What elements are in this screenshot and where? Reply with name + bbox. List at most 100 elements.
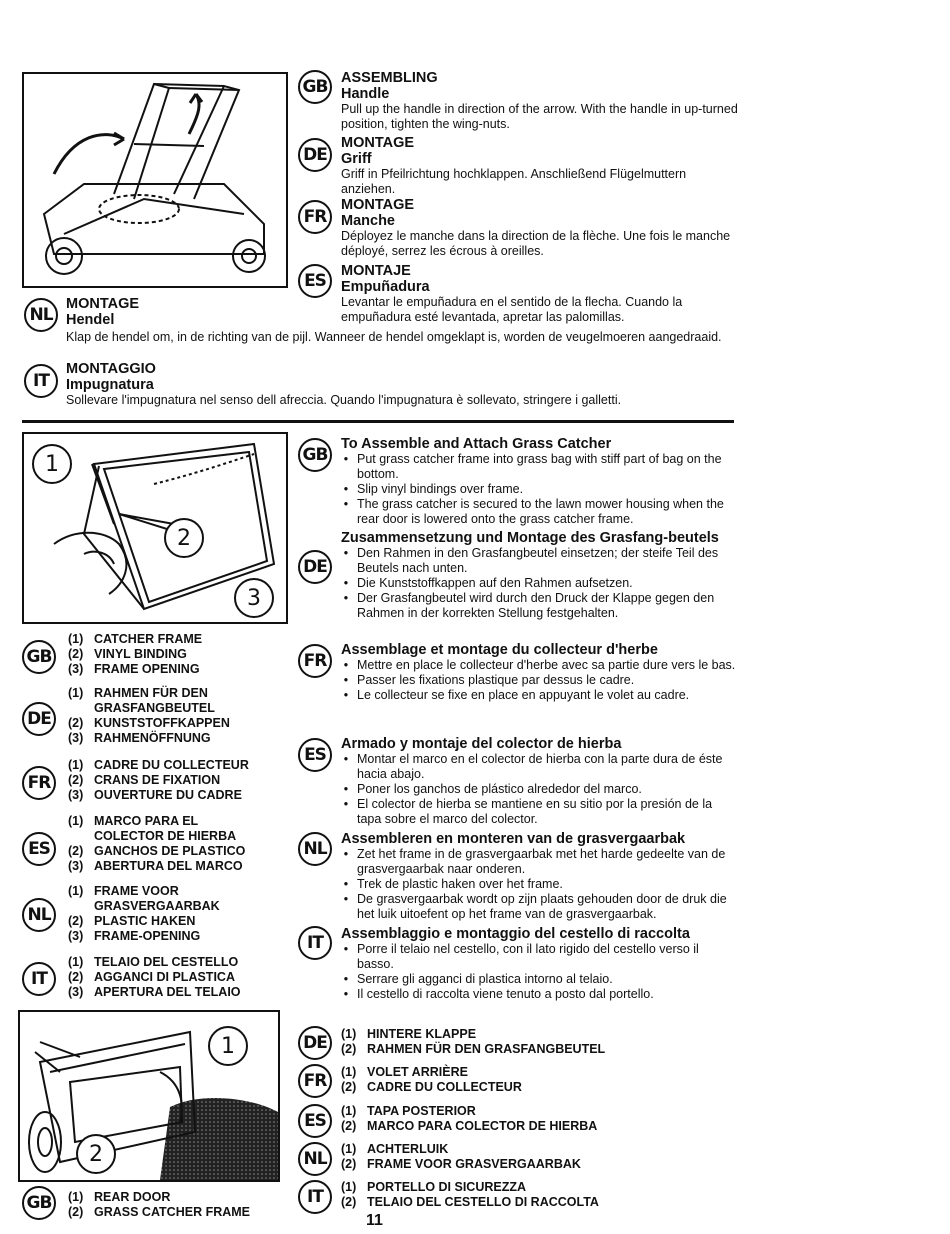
instruction-title: Assemblage et montage du collecteur d'he… [341,642,658,658]
instruction-title: Armado y montaje del colector de hierba [341,736,622,752]
instruction-list: Porre il telaio nel cestello, con il lat… [341,942,737,1002]
nl-parts-legend: (1)FRAME VOOR GRASVERGAARBAK (2)PLASTIC … [68,884,268,944]
list-item: Put grass catcher frame into grass bag w… [341,452,737,482]
list-item: Montar el marco en el colector de hierba… [341,752,737,782]
legend-row: (2)KUNSTSTOFFKAPPEN [68,716,230,730]
grass-catcher-illustration: 1 2 3 [22,432,288,624]
list-item: Poner los ganchos de plástico alrededor … [341,782,737,797]
de-language-badge: DE [298,550,332,584]
section-heading: MONTAGE [341,197,415,213]
nl-language-badge: NL [298,1142,332,1176]
fr-language-badge: FR [22,766,56,800]
instruction-text: Griff in Pfeilrichtung hochklappen. Ansc… [341,167,687,196]
nl-montage-heading: MONTAGE Hendel [66,296,326,328]
callout-2: 2 [164,518,204,558]
section-heading: MONTAGE [66,296,140,312]
legend-row: (1)ACHTERLUIK [341,1142,449,1156]
legend-row: (3)OUVERTURE DU CADRE [68,788,242,802]
instruction-text: Sollevare l'impugnatura nel senso dell a… [66,393,622,407]
es-montaje-block: MONTAJE Empuñadura Levantar le empuñadur… [341,263,741,325]
fr-language-badge: FR [298,644,332,678]
section-subheading: Hendel [66,312,115,328]
section-subheading: Impugnatura [66,377,154,393]
gb-assembling-block: ASSEMBLING Handle Pull up the handle in … [341,70,741,132]
list-item: Porre il telaio nel cestello, con il lat… [341,942,737,972]
page-number: 11 [366,1212,383,1229]
gb-language-badge: GB [22,640,56,674]
es-language-badge: ES [298,264,332,298]
de-rear-door-legend: (1)HINTERE KLAPPE (2)RAHMEN FÜR DEN GRAS… [341,1027,737,1057]
legend-row: (1)TELAIO DEL CESTELLO [68,955,239,969]
instruction-title: Zusammensetzung und Montage des Grasfang… [341,530,719,546]
legend-row: (2)TELAIO DEL CESTELLO DI RACCOLTA [341,1195,599,1209]
legend-row: (2)GANCHOS DE PLASTICO [68,844,246,858]
es-language-badge: ES [298,738,332,772]
de-language-badge: DE [298,1026,332,1060]
grass-catcher-frame-drawing [53,442,276,611]
list-item: Mettre en place le collecteur d'herbe av… [341,658,737,673]
it-language-badge: IT [298,926,332,960]
callout-1: 1 [32,444,72,484]
legend-row: (1)HINTERE KLAPPE [341,1027,477,1041]
fr-language-badge: FR [298,1064,332,1098]
instruction-text: Levantar le empuñadura en el sentido de … [341,295,683,324]
legend-row: (3)RAHMENÖFFNUNG [68,731,211,745]
section-heading: MONTAGE [341,135,415,151]
gb-parts-legend: (1)CATCHER FRAME (2)VINYL BINDING (3)FRA… [68,632,288,677]
it-grass-catcher-instructions: Assemblaggio e montaggio del cestello di… [341,926,737,1002]
legend-row: (3)FRAME-OPENING [68,929,201,943]
de-language-badge: DE [22,702,56,736]
list-item: De grasvergaarbak wordt op zijn plaats g… [341,892,737,922]
list-item: Serrare gli agganci di plastica intorno … [341,972,737,987]
instruction-list: Montar el marco en el colector de hierba… [341,752,737,827]
gb-language-badge: GB [298,438,332,472]
list-item: Der Grasfangbeutel wird durch den Druck … [341,591,737,621]
instruction-list: Zet het frame in de grasvergaarbak met h… [341,847,737,922]
it-language-badge: IT [24,364,58,398]
legend-row: (1)PORTELLO DI SICUREZZA [341,1180,527,1194]
fr-grass-catcher-instructions: Assemblage et montage du collecteur d'he… [341,642,737,703]
legend-row: (2)FRAME VOOR GRASVERGAARBAK [341,1157,581,1171]
legend-row: (2)AGGANCI DI PLASTICA [68,970,235,984]
section-subheading: Empuñadura [341,279,430,295]
it-rear-door-legend: (1)PORTELLO DI SICUREZZA (2)TELAIO DEL C… [341,1180,737,1210]
section-heading: MONTAJE [341,263,411,279]
instruction-title: Assembleren en monteren van de grasverga… [341,831,686,847]
nl-language-badge: NL [22,898,56,932]
it-language-badge: IT [298,1180,332,1214]
fr-parts-legend: (1)CADRE DU COLLECTEUR (2)CRANS DE FIXAT… [68,758,288,803]
callout-1: 1 [208,1026,248,1066]
de-grass-catcher-instructions: Zusammensetzung und Montage des Grasfang… [341,530,737,621]
legend-row: (3)ABERTURA DEL MARCO [68,859,243,873]
list-item: Die Kunststoffkappen auf den Rahmen aufs… [341,576,737,591]
section-subheading: Handle [341,86,390,102]
es-parts-legend: (1)MARCO PARA EL COLECTOR DE HIERBA (2)G… [68,814,268,874]
list-item: Den Rahmen in den Grasfangbeutel einsetz… [341,546,737,576]
it-montaggio-block: MONTAGGIO Impugnatura Sollevare l'impugn… [66,361,746,408]
legend-row: (2)MARCO PARA COLECTOR DE HIERBA [341,1119,598,1133]
legend-row: (2)VINYL BINDING [68,647,187,661]
rear-door-illustration: 1 2 [18,1010,280,1182]
section-heading: ASSEMBLING [341,70,438,86]
it-language-badge: IT [22,962,56,996]
list-item: Il cestello di raccolta viene tenuto a p… [341,987,737,1002]
list-item: Trek de plastic haken over het frame. [341,877,737,892]
nl-instruction-text: Klap de hendel om, in de richting van de… [66,330,722,344]
section-divider [22,420,734,423]
gb-grass-catcher-instructions: To Assemble and Attach Grass Catcher Put… [341,436,737,527]
section-heading: MONTAGGIO [66,361,156,377]
es-rear-door-legend: (1)TAPA POSTERIOR (2)MARCO PARA COLECTOR… [341,1104,737,1134]
list-item: Le collecteur se fixe en place en appuya… [341,688,737,703]
mower-handle-drawing [42,82,266,275]
de-language-badge: DE [298,138,332,172]
instruction-text: Déployez le manche dans la direction de … [341,229,731,258]
handle-illustration [22,72,288,288]
legend-row: (3)APERTURA DEL TELAIO [68,985,241,999]
gb-language-badge: GB [22,1186,56,1220]
section-subheading: Griff [341,151,372,167]
fr-montage-block: MONTAGE Manche Déployez le manche dans l… [341,197,741,259]
list-item: Passer les fixations plastique par dessu… [341,673,737,688]
instruction-title: Assemblaggio e montaggio del cestello di… [341,926,690,942]
legend-row: (1)CATCHER FRAME [68,632,203,646]
legend-row: (1)REAR DOOR [68,1190,171,1204]
